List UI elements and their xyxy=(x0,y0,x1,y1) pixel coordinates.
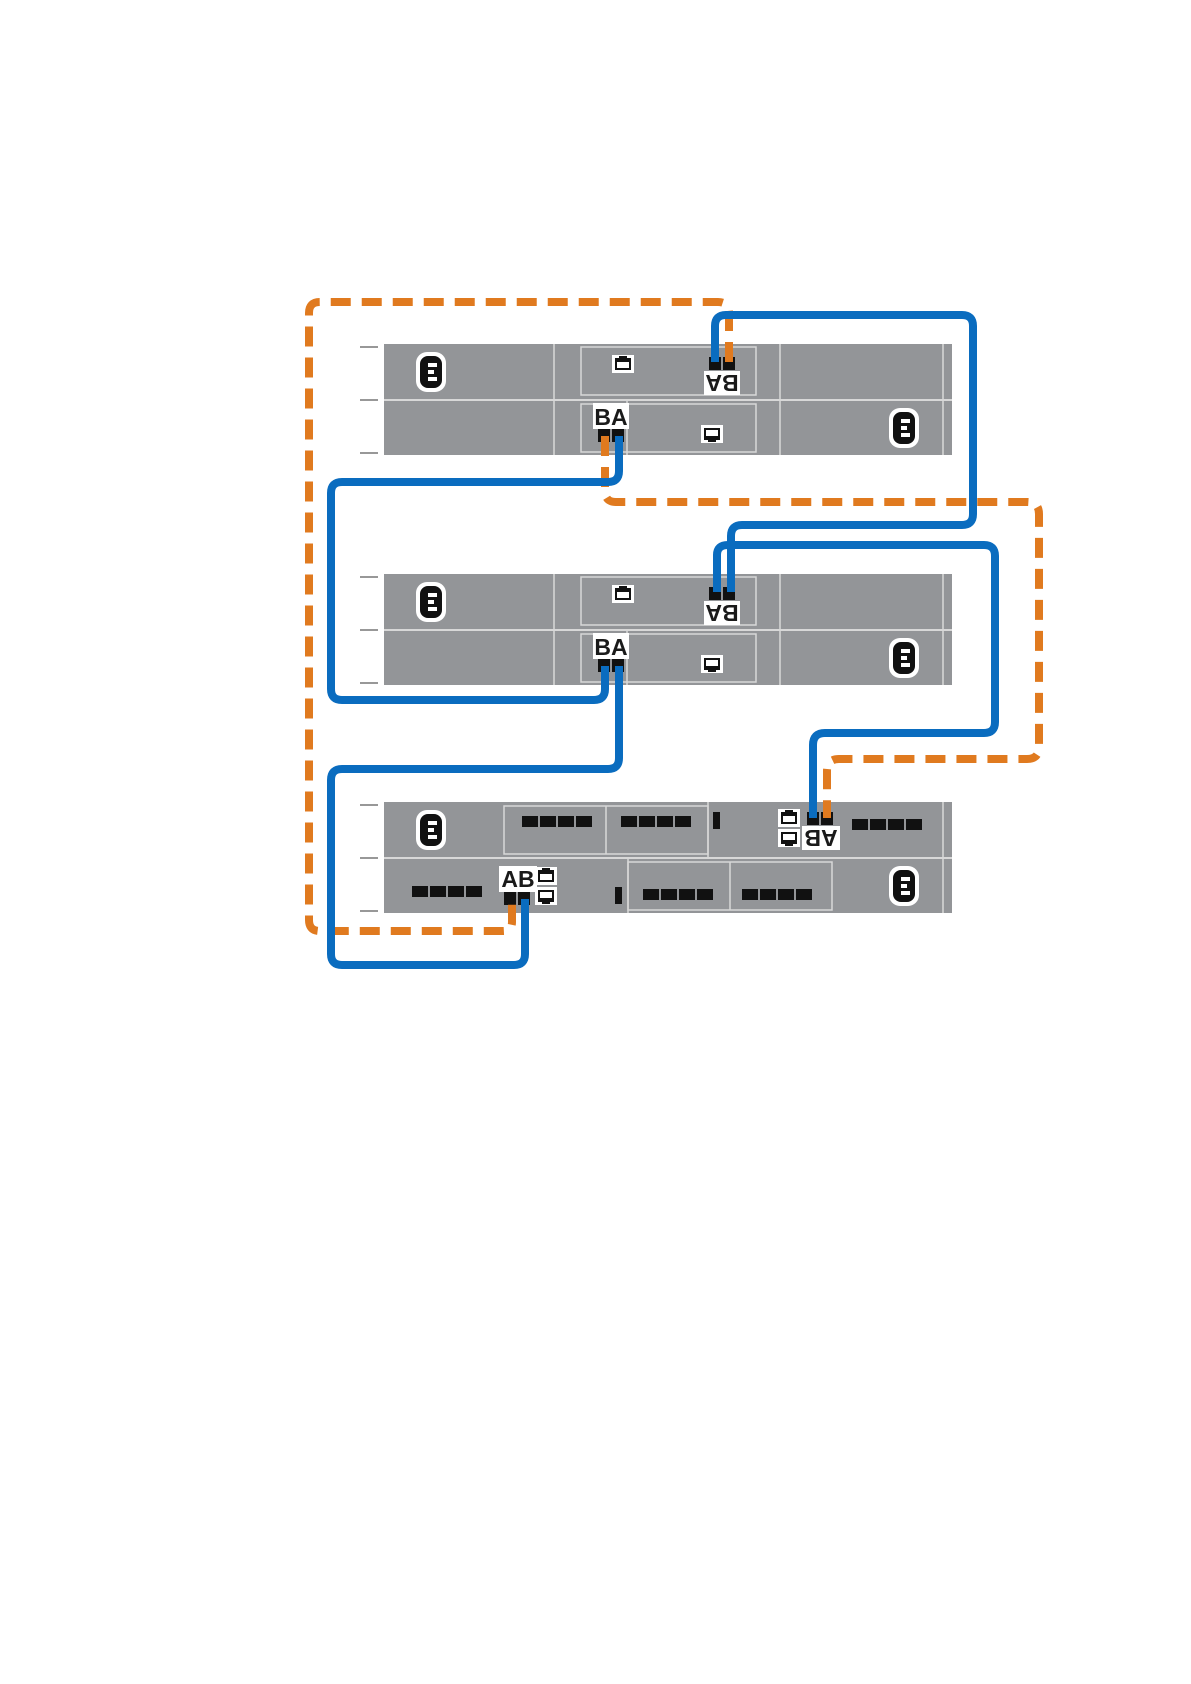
enclosure-2: BA BA xyxy=(360,574,952,685)
power-inlet-icon xyxy=(889,408,919,448)
network-port-icon xyxy=(535,887,557,905)
network-port-icon xyxy=(612,585,634,603)
network-port-icon xyxy=(612,355,634,373)
port-label: AB xyxy=(804,825,837,851)
controller-enclosure: AB AB xyxy=(360,802,952,913)
network-port-icon xyxy=(701,425,723,443)
network-port-icon xyxy=(778,829,800,847)
port-label: BA xyxy=(705,600,738,626)
network-port-icon xyxy=(535,867,557,885)
port-label: BA xyxy=(705,370,738,396)
port-label: BA xyxy=(594,634,627,660)
port-label: BA xyxy=(594,404,627,430)
enclosure-1: BA BA xyxy=(360,344,952,455)
power-inlet-icon xyxy=(416,352,446,392)
network-port-icon xyxy=(778,809,800,827)
network-port-icon xyxy=(701,655,723,673)
power-inlet-icon xyxy=(416,582,446,622)
port-label: AB xyxy=(501,866,534,892)
power-inlet-icon xyxy=(416,810,446,850)
power-inlet-icon xyxy=(889,638,919,678)
power-inlet-icon xyxy=(889,866,919,906)
